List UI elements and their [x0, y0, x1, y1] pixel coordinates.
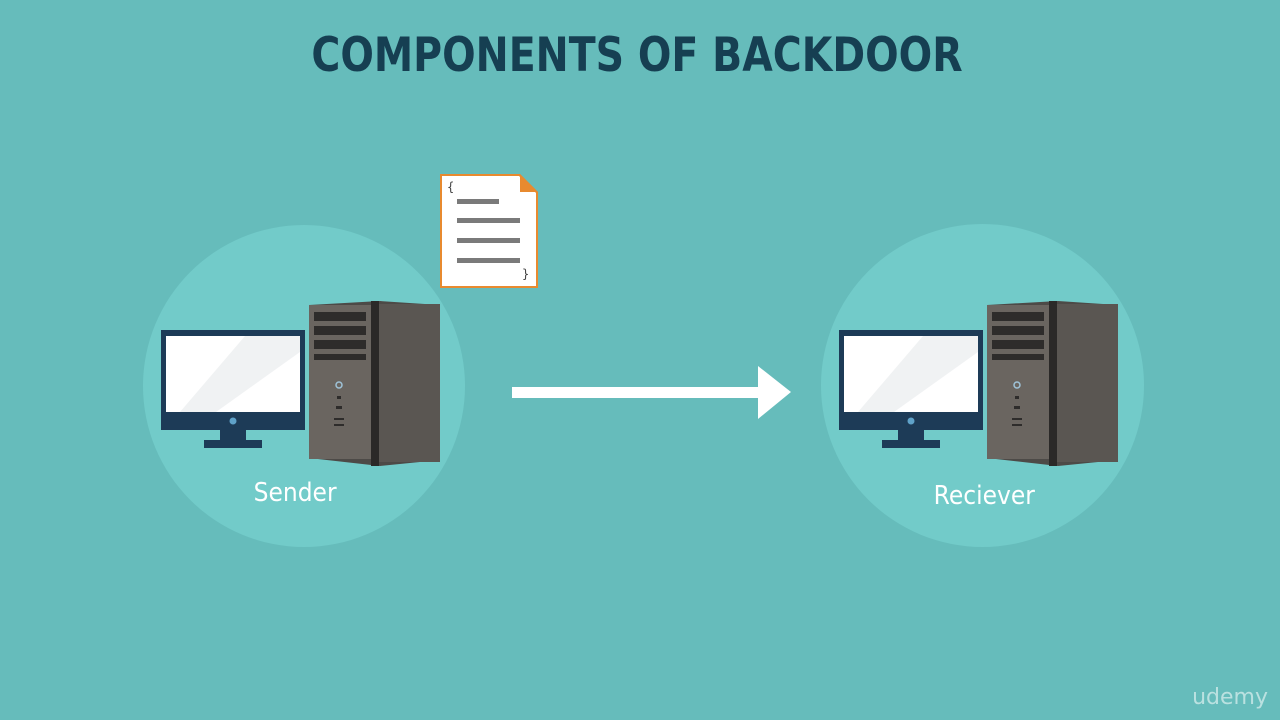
- receiver-label: Reciever: [933, 481, 1035, 511]
- desktop-monitor-icon: [839, 330, 983, 448]
- sender-computer: [161, 301, 440, 466]
- computer-tower-icon: [309, 301, 440, 466]
- document-close-brace: }: [522, 267, 529, 281]
- computer-tower-icon: [987, 301, 1118, 466]
- page-title: COMPONENTS OF BACKDOOR: [311, 28, 963, 83]
- udemy-watermark: udemy: [1192, 685, 1268, 710]
- code-document-icon: { }: [440, 174, 538, 288]
- arrow-right-icon: [512, 366, 791, 419]
- desktop-monitor-icon: [161, 330, 305, 448]
- receiver-computer: [839, 301, 1118, 466]
- document-open-brace: {: [447, 180, 454, 194]
- sender-label: Sender: [253, 478, 337, 508]
